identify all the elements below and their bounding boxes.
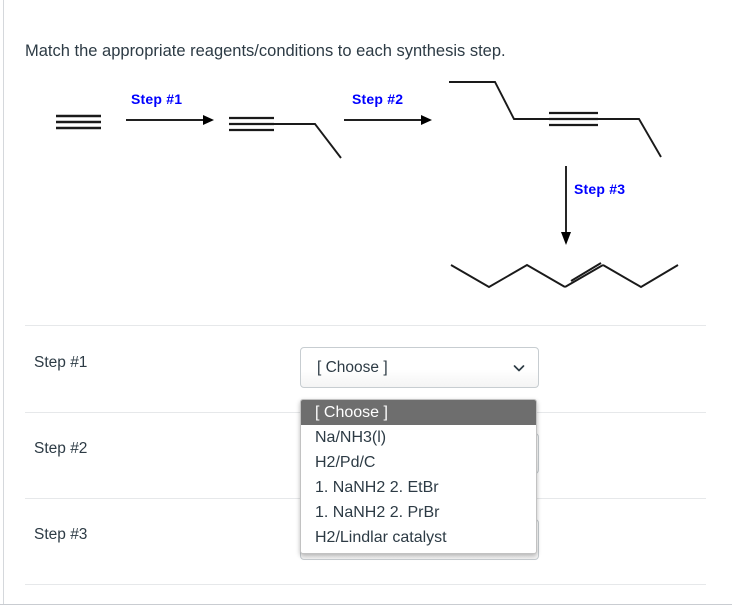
dropdown-option[interactable]: H2/Pd/C <box>315 454 376 471</box>
dropdown-option[interactable]: Na/NH3(l) <box>315 429 387 446</box>
structure-intermediate-2-chain <box>449 81 662 158</box>
row-label-step-1: Step #1 <box>34 354 88 371</box>
step1-arrow-label: Step #1 <box>131 91 183 107</box>
row-divider <box>25 584 706 585</box>
panel-bottom-border <box>0 604 732 605</box>
structure-intermediate-1 <box>229 116 274 132</box>
structure-starting-material <box>56 114 101 130</box>
structure-intermediate-2-triple-bond <box>549 111 598 127</box>
chevron-down-icon <box>513 362 525 374</box>
step2-arrow-label: Step #2 <box>352 91 404 107</box>
row-label-step-3: Step #3 <box>34 526 88 543</box>
row-label-step-2: Step #2 <box>34 440 88 457</box>
dropdown-option[interactable]: H2/Lindlar catalyst <box>315 529 447 546</box>
reaction-arrow-step3-head <box>561 232 571 245</box>
reagent-select-step-1[interactable]: [ Choose ] <box>300 347 539 388</box>
row-divider <box>25 325 706 326</box>
reaction-arrow-step1-head <box>203 115 214 125</box>
reaction-scheme-diagram: Step #1 Step #2 Step #3 <box>0 68 732 313</box>
panel-left-border <box>3 0 4 604</box>
reaction-scheme-svg <box>56 81 679 289</box>
dropdown-option[interactable]: 1. NaNH2 2. PrBr <box>315 504 440 521</box>
step3-arrow-label: Step #3 <box>574 181 626 197</box>
reagent-dropdown-listbox[interactable]: [ Choose ] Na/NH3(l) H2/Pd/C 1. NaNH2 2.… <box>300 399 537 554</box>
reaction-arrow-step2-head <box>421 115 432 125</box>
reagent-select-step-1-value: [ Choose ] <box>317 358 388 376</box>
structure-product-trans-alkene <box>450 262 679 289</box>
question-prompt: Match the appropriate reagents/condition… <box>25 42 506 60</box>
dropdown-option[interactable]: 1. NaNH2 2. EtBr <box>315 479 439 496</box>
structure-intermediate-1-chain <box>274 123 342 159</box>
dropdown-option[interactable]: [ Choose ] <box>301 400 536 425</box>
